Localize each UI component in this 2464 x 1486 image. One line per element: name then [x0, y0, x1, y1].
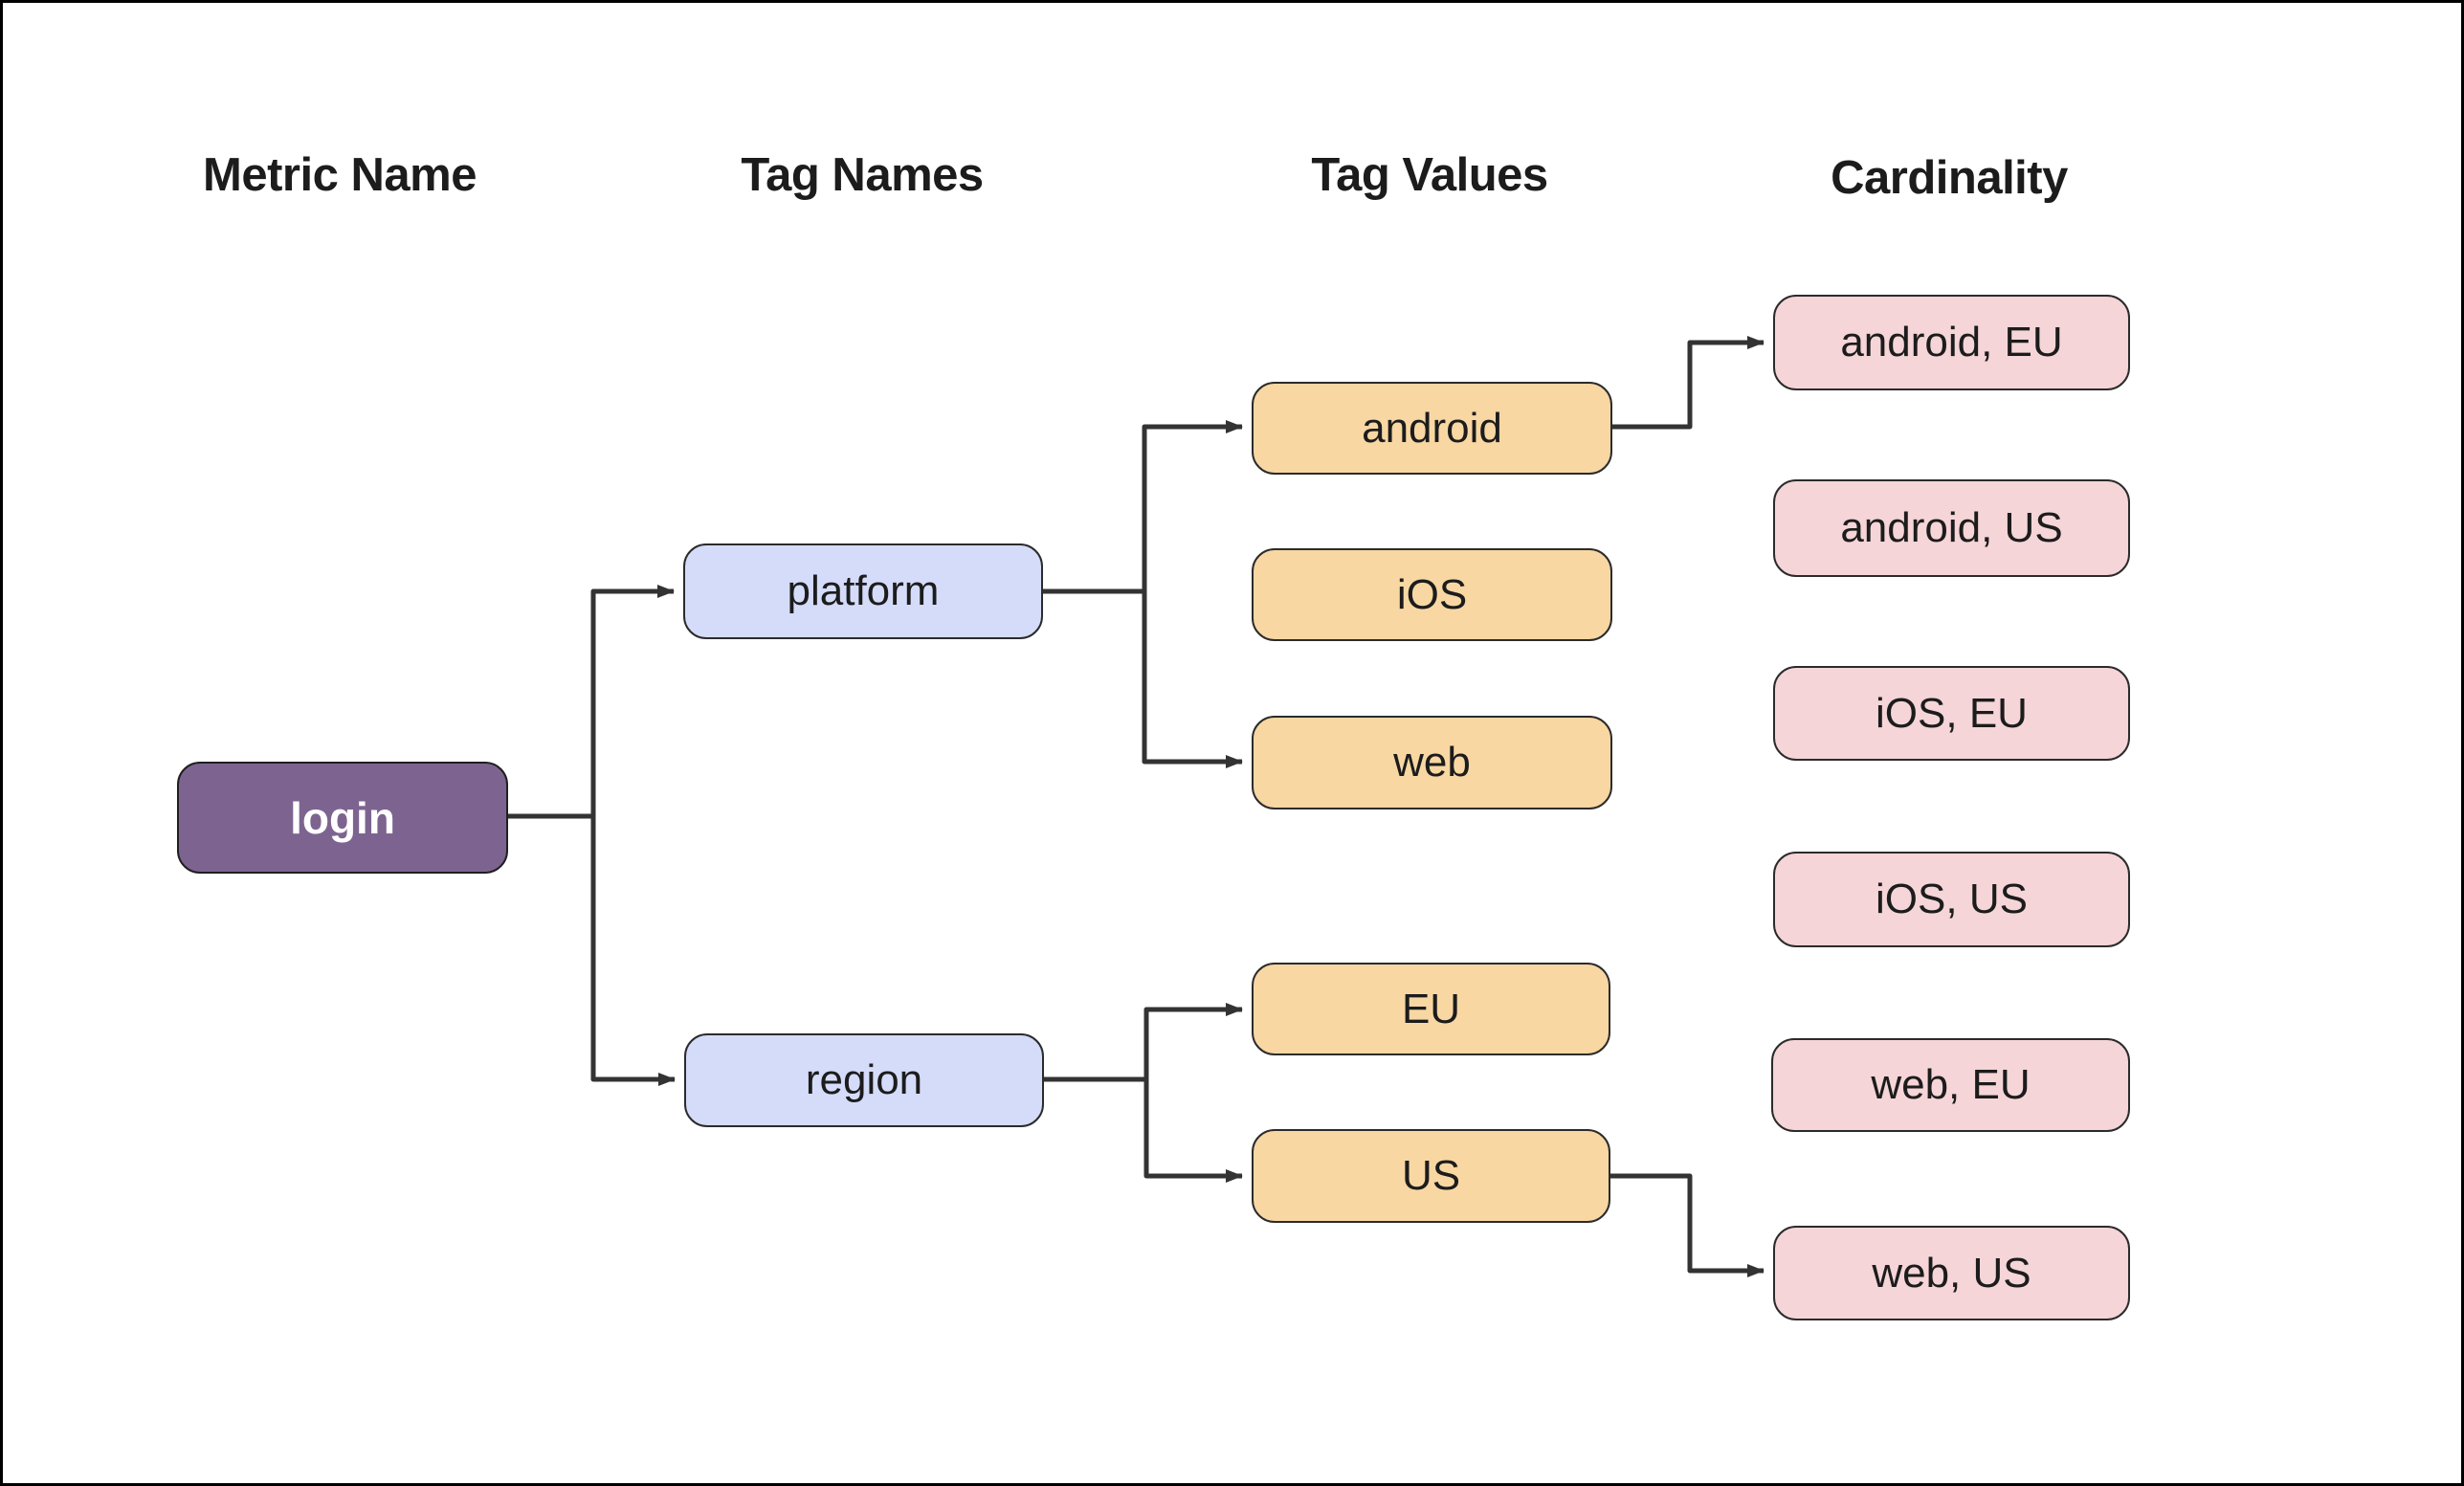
node-ios: iOS	[1252, 548, 1612, 641]
edge-region-eu	[1044, 1003, 1243, 1082]
edge-login-platform	[508, 585, 675, 819]
edge-platform-web	[1043, 588, 1243, 768]
column-header-cardinality: Cardinality	[1831, 152, 2068, 204]
node-login: login	[177, 762, 508, 874]
node-web: web	[1252, 716, 1612, 810]
edge-login-region	[508, 813, 676, 1086]
node-region: region	[684, 1033, 1044, 1127]
node-platform: platform	[683, 543, 1043, 639]
node-android-us: android, US	[1773, 479, 2130, 577]
edge-android-androideu	[1612, 336, 1765, 430]
node-us: US	[1252, 1129, 1610, 1223]
column-header-metric-name: Metric Name	[203, 149, 477, 201]
column-header-tag-names: Tag Names	[741, 149, 984, 201]
edge-platform-android	[1043, 420, 1243, 594]
node-web-eu: web, EU	[1771, 1038, 2130, 1132]
edge-us-webus	[1610, 1173, 1765, 1277]
node-eu: EU	[1252, 963, 1610, 1055]
node-ios-eu: iOS, EU	[1773, 666, 2130, 761]
node-android: android	[1252, 382, 1612, 475]
column-header-tag-values: Tag Values	[1311, 149, 1548, 201]
node-web-us: web, US	[1773, 1226, 2130, 1320]
edge-region-us	[1044, 1076, 1243, 1183]
edge-layer	[508, 336, 1765, 1277]
node-android-eu: android, EU	[1773, 295, 2130, 390]
node-ios-us: iOS, US	[1773, 852, 2130, 947]
